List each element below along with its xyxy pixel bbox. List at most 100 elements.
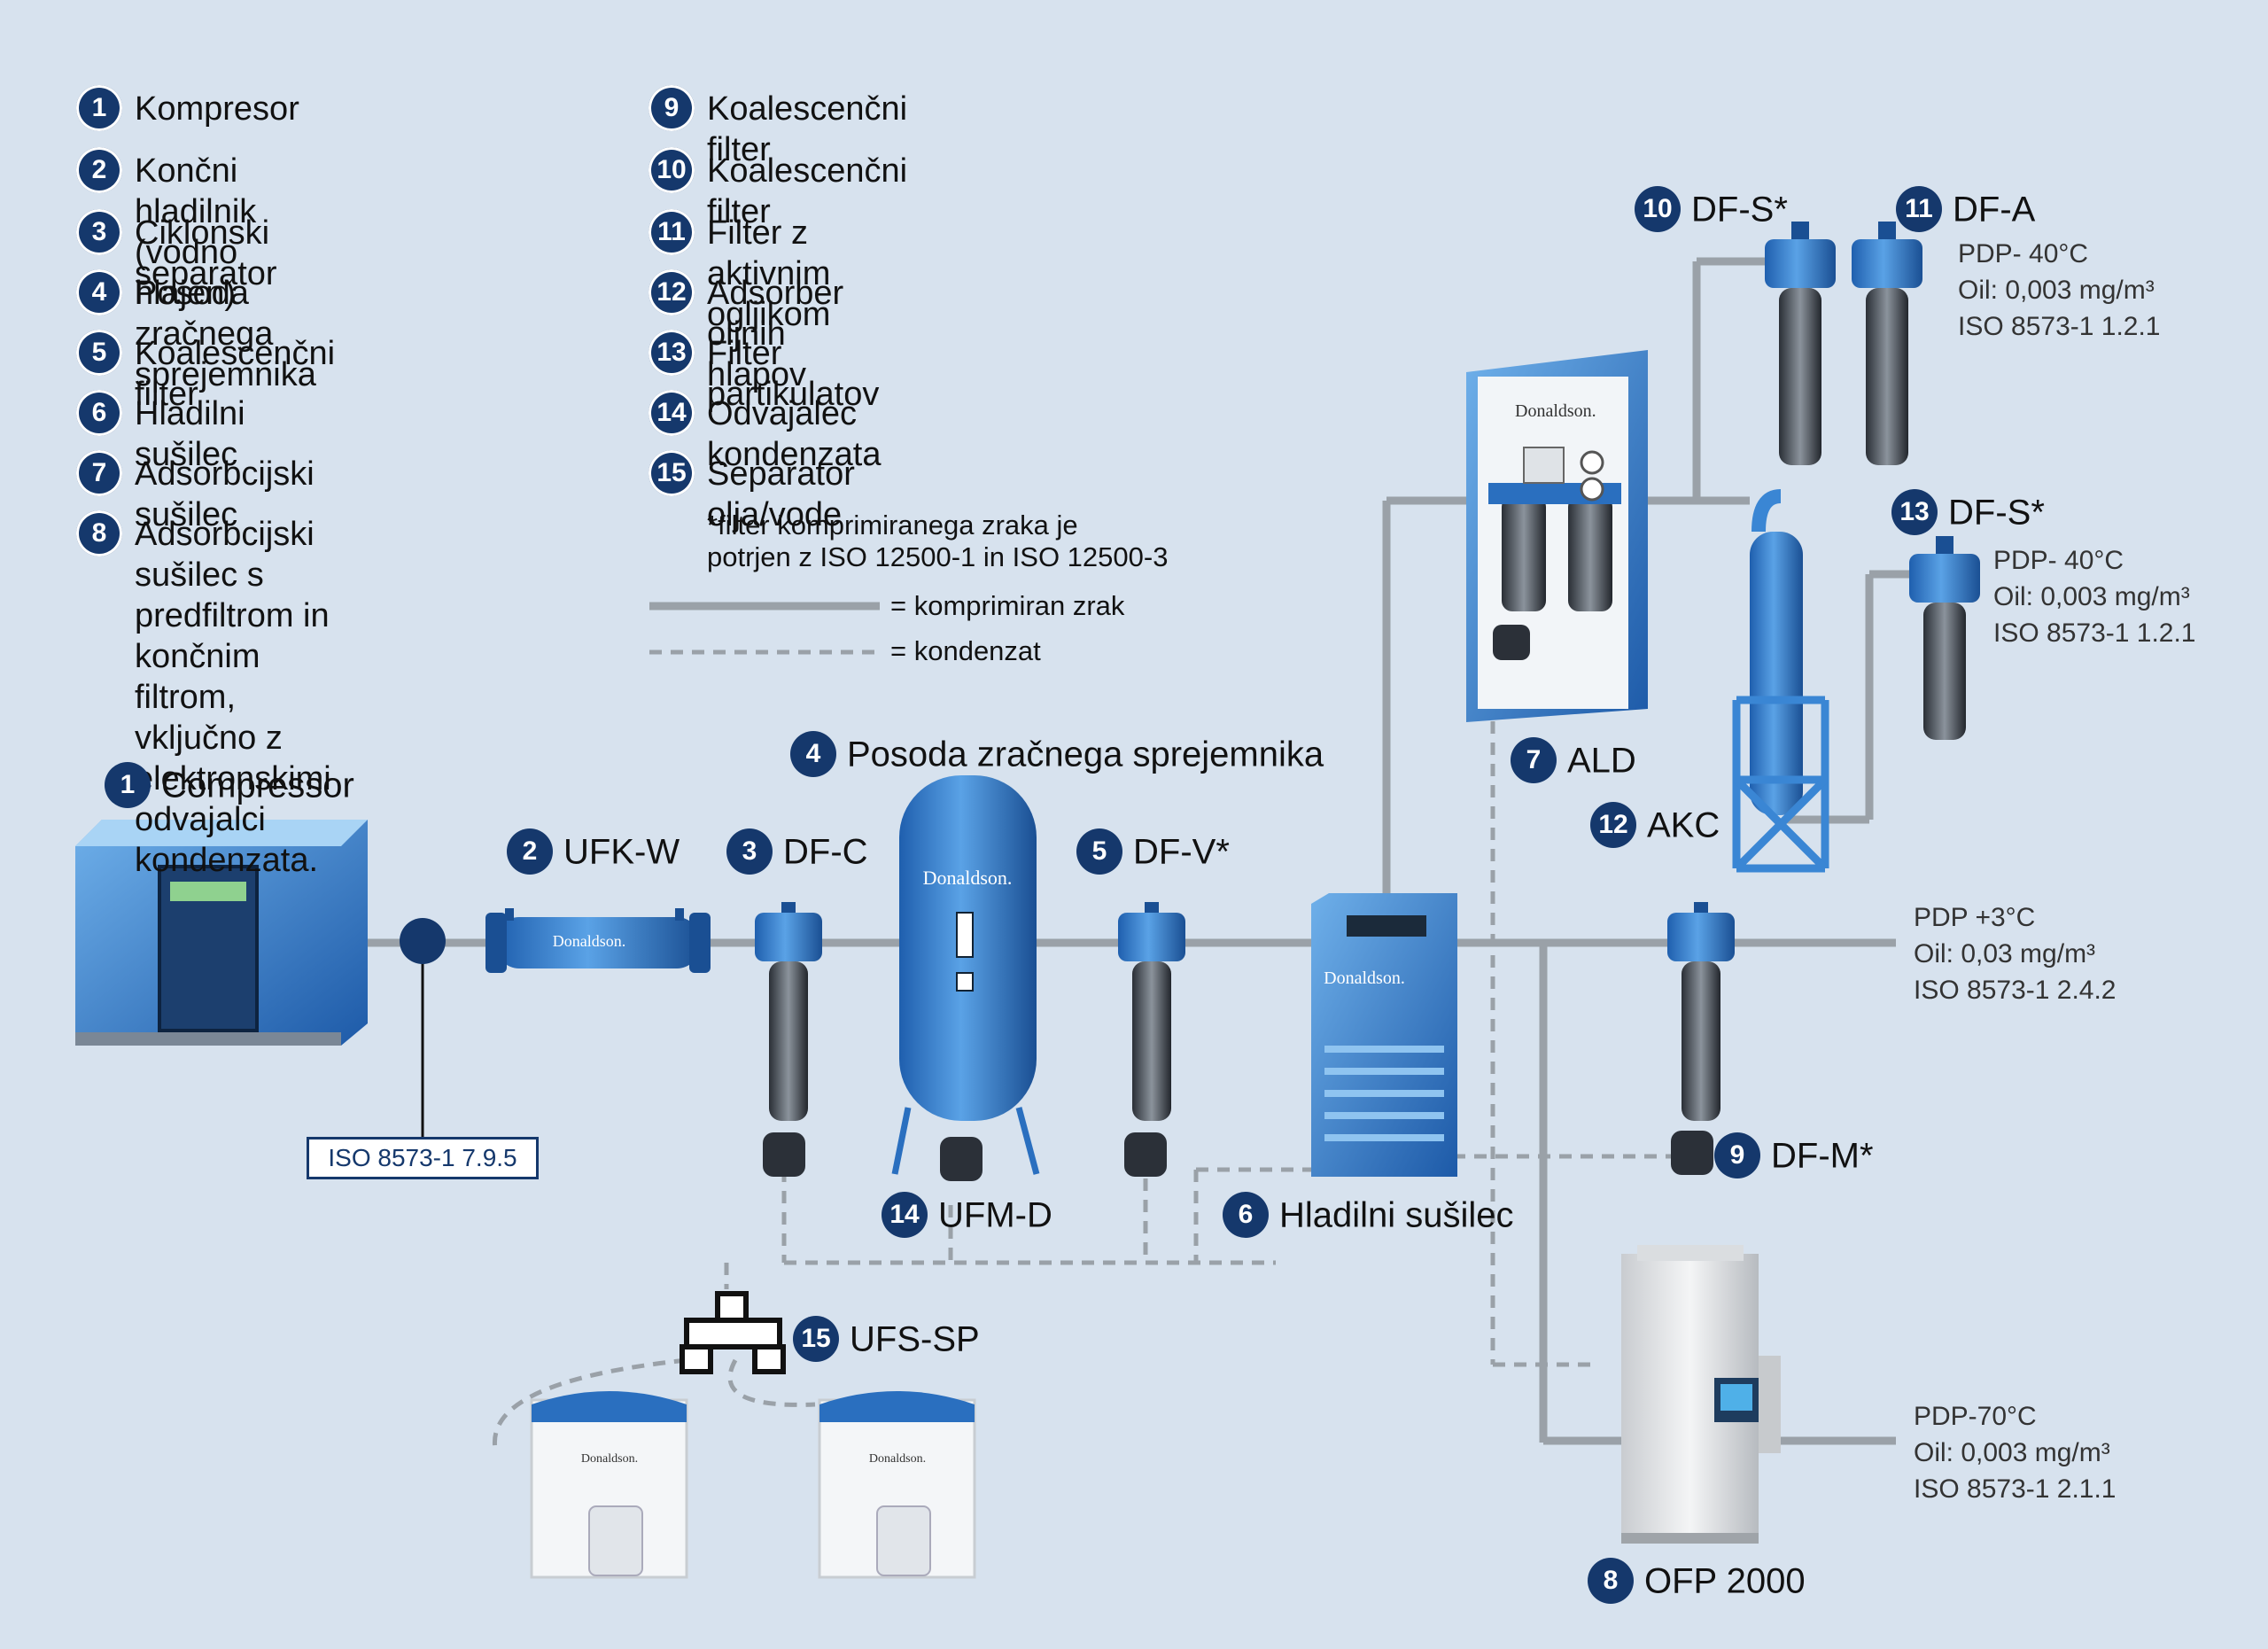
spec-df-s-13: PDP- 40°C Oil: 0,003 mg/m³ ISO 8573-1 1.… bbox=[1993, 546, 2196, 648]
filter-df-c bbox=[755, 902, 822, 1121]
receiver-tank: Donaldson. bbox=[891, 775, 1040, 1175]
callout-badge: 3 bbox=[726, 828, 773, 875]
drain-df-c bbox=[763, 1132, 805, 1177]
callout-badge: 4 bbox=[790, 731, 836, 778]
callout-label: UFS-SP bbox=[850, 1319, 980, 1359]
spec-df-a: PDP- 40°C Oil: 0,003 mg/m³ ISO 8573-1 1.… bbox=[1958, 239, 2161, 341]
filter-df-v bbox=[1118, 902, 1185, 1121]
adsorption-dryer-ald: Donaldson. bbox=[1466, 350, 1648, 722]
callout-label: DF-A bbox=[1953, 190, 2036, 229]
legend-badge: 5 bbox=[76, 330, 122, 376]
separator-valve-symbol bbox=[680, 1291, 786, 1374]
key-condensate-label: = kondenzat bbox=[890, 635, 1041, 666]
iso-compressor-box: ISO 8573-1 7.9.5 bbox=[307, 1137, 539, 1179]
refrigeration-dryer: Donaldson. bbox=[1311, 893, 1457, 1177]
spec-df-m: PDP +3°C Oil: 0,03 mg/m³ ISO 8573-1 2.4.… bbox=[1914, 903, 2117, 1005]
legend-text: Koalescenčni filter bbox=[707, 90, 908, 168]
callout-badge: 7 bbox=[1511, 737, 1557, 784]
callout-badge: 6 bbox=[1223, 1192, 1269, 1239]
callout-label: DF-V* bbox=[1133, 832, 1230, 872]
dryer-brand-text: Donaldson. bbox=[1324, 968, 1405, 988]
legend-text: Kompresor bbox=[135, 90, 299, 128]
legend-text: Adsorbcijski sušilec s predfiltrom in ko… bbox=[135, 516, 331, 879]
legend-badge: 11 bbox=[649, 209, 695, 255]
legend-text: Posoda zračnega sprejemnika bbox=[135, 275, 316, 393]
tank-brand-text: Donaldson. bbox=[923, 867, 1013, 889]
callout-15-ufs-sp: 15 UFS-SP bbox=[793, 1316, 980, 1363]
legend-badge: 1 bbox=[76, 85, 122, 131]
legend-text: Filter partikulatov bbox=[707, 335, 880, 413]
callout-label: UFK-W bbox=[563, 832, 680, 872]
callout-label: Hladilni sušilec bbox=[1279, 1195, 1514, 1235]
legend-text: Koalescenčni filter bbox=[135, 335, 336, 413]
callout-badge: 10 bbox=[1635, 186, 1681, 233]
legend-badge: 15 bbox=[649, 450, 695, 496]
legend-text: Filter z aktivnim ogljikom bbox=[707, 214, 831, 333]
callout-badge: 1 bbox=[105, 762, 151, 809]
callout-label: Posoda zračnega sprejemnika bbox=[847, 735, 1324, 774]
callout-badge: 9 bbox=[1714, 1132, 1760, 1179]
legend-badge: 13 bbox=[649, 330, 695, 376]
legend-text: Končni hladilnik (vodno hlajen) bbox=[135, 152, 257, 312]
drain-df-m bbox=[1671, 1131, 1713, 1175]
legend-badge: 14 bbox=[649, 390, 695, 436]
sep2-brand-text: Donaldson. bbox=[869, 1452, 926, 1466]
legend-badge: 9 bbox=[649, 85, 695, 131]
compressor bbox=[75, 820, 368, 1046]
oil-water-separator-1: Donaldson. bbox=[530, 1391, 688, 1579]
callout-label: DF-S* bbox=[1948, 493, 2045, 533]
legend-badge: 12 bbox=[649, 269, 695, 315]
callout-4-receiver: 4 Posoda zračnega sprejemnika bbox=[790, 731, 1324, 778]
drain-df-v bbox=[1124, 1132, 1167, 1177]
certification-note: *filter komprimiranega zraka je potrjen … bbox=[707, 509, 1169, 572]
callout-12-akc: 12 AKC bbox=[1590, 802, 1720, 849]
filter-df-s-10 bbox=[1765, 222, 1836, 465]
drain-ufm-d bbox=[940, 1137, 983, 1181]
spec-ofp: PDP-70°C Oil: 0,003 mg/m³ ISO 8573-1 2.1… bbox=[1914, 1402, 2117, 1504]
callout-label: DF-C bbox=[783, 832, 868, 872]
callout-badge: 11 bbox=[1896, 186, 1942, 233]
adsorption-dryer-ofp-2000 bbox=[1621, 1245, 1781, 1544]
callout-label: ALD bbox=[1567, 741, 1636, 781]
callout-badge: 12 bbox=[1590, 802, 1636, 849]
aftercooler-ufk-w: Donaldson. bbox=[485, 908, 711, 973]
callout-label: OFP 2000 bbox=[1644, 1561, 1806, 1601]
legend-badge: 8 bbox=[76, 510, 122, 556]
filter-df-s-13 bbox=[1909, 536, 1980, 740]
oil-water-separator-2: Donaldson. bbox=[818, 1391, 976, 1579]
sep1-brand-text: Donaldson. bbox=[581, 1452, 638, 1466]
ufk-brand-text: Donaldson. bbox=[553, 932, 626, 950]
sample-point bbox=[400, 918, 446, 964]
legend-badge: 3 bbox=[76, 209, 122, 255]
filter-df-m bbox=[1667, 902, 1735, 1121]
legend-text: Ciklonski separator bbox=[135, 214, 277, 292]
legend-text: Hladilni sušilec bbox=[135, 395, 245, 473]
callout-badge: 2 bbox=[507, 828, 553, 875]
legend-badge: 2 bbox=[76, 147, 122, 193]
callout-label: AKC bbox=[1647, 805, 1720, 845]
oil-vapour-adsorber-akc bbox=[1732, 489, 1829, 873]
ald-brand-text: Donaldson. bbox=[1515, 401, 1596, 421]
filter-df-a bbox=[1852, 222, 1922, 465]
legend-text: Koalescenčni filter bbox=[707, 152, 908, 230]
callout-11-df-a: 11 DF-A bbox=[1896, 186, 2036, 233]
legend-badge: 6 bbox=[76, 390, 122, 436]
callout-badge: 13 bbox=[1891, 489, 1938, 536]
legend-badge: 7 bbox=[76, 450, 122, 496]
callout-badge: 15 bbox=[793, 1316, 839, 1363]
condensate-lines bbox=[493, 700, 1692, 1454]
callout-label: UFM-D bbox=[938, 1195, 1052, 1235]
callout-badge: 5 bbox=[1076, 828, 1122, 875]
